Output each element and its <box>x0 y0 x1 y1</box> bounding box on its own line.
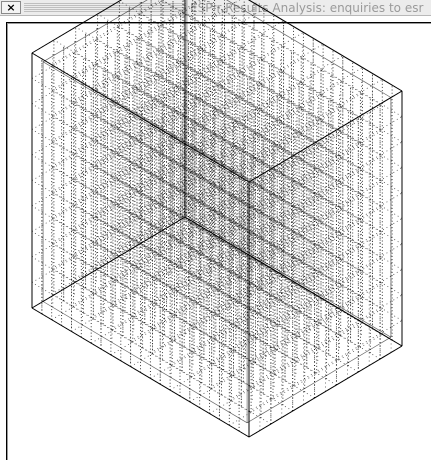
window-title: ESP-r Results Analysis: enquiries to esr <box>190 1 424 15</box>
cfd-mesh-grid <box>31 0 403 438</box>
zone-box-outline <box>31 0 403 438</box>
graphics-frame-shadow-left <box>7 23 8 460</box>
title-bar-grip <box>24 3 186 13</box>
title-bar[interactable]: × ESP-r Results Analysis: enquiries to e… <box>0 0 431 16</box>
graphics-frame-left <box>6 22 7 460</box>
close-button[interactable]: × <box>1 1 21 14</box>
graphics-frame-top <box>6 22 431 23</box>
graphics-frame-shadow-top <box>7 23 431 24</box>
